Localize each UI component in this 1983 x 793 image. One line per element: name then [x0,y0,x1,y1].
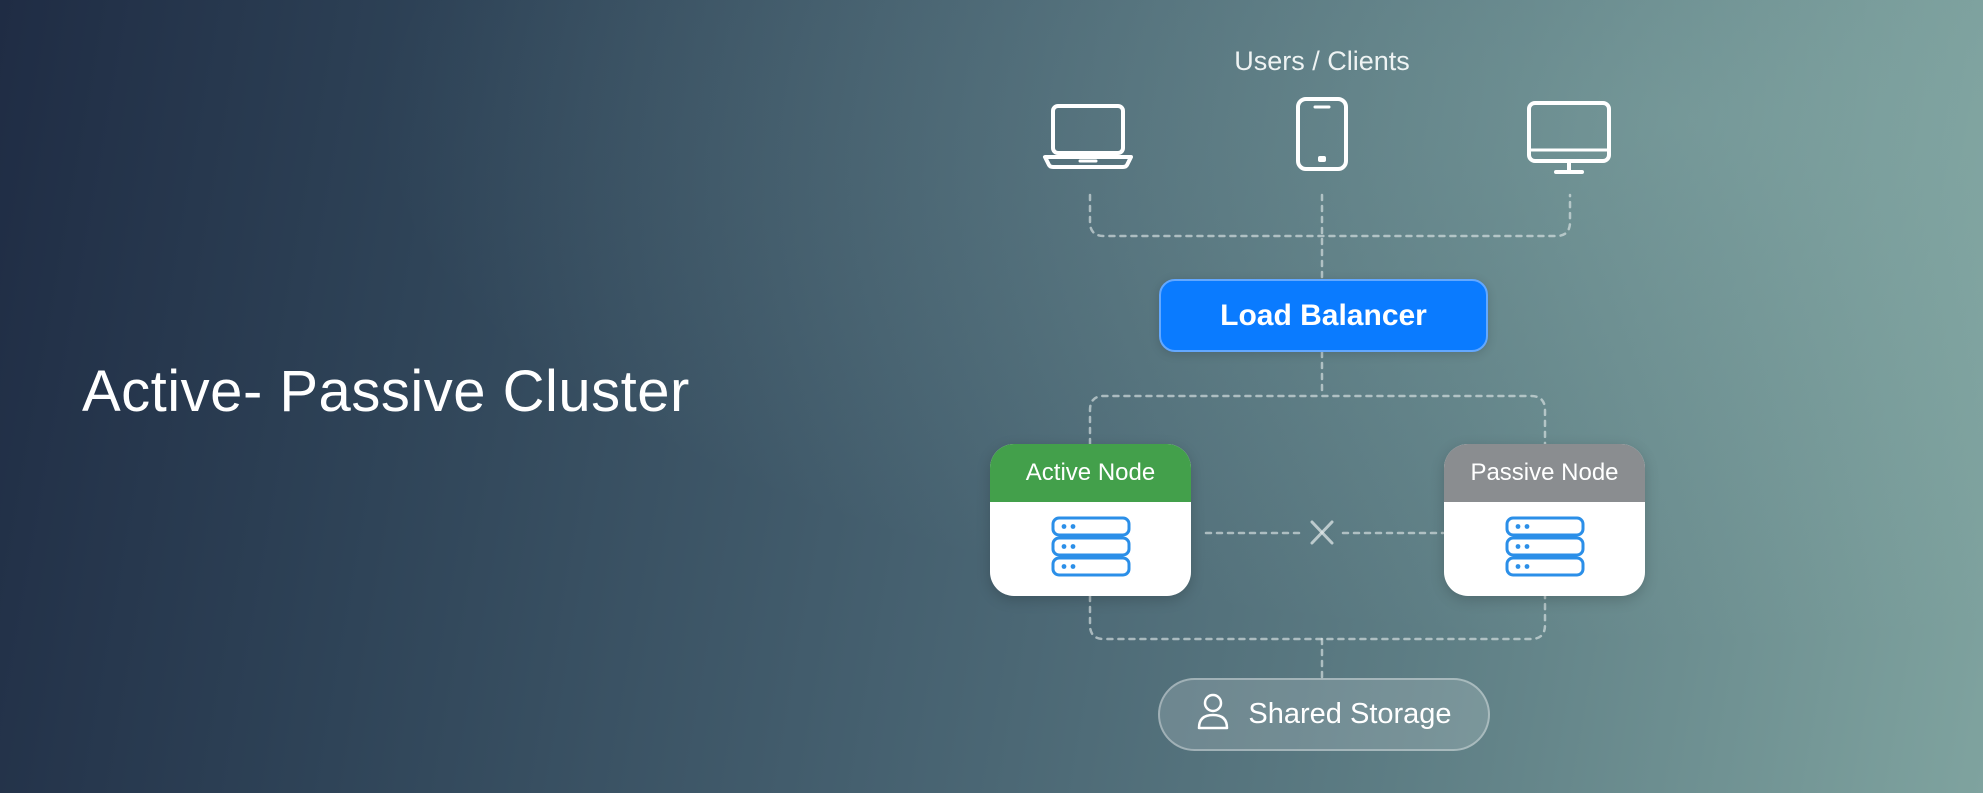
failure-x-icon [1310,520,1334,545]
phone-icon [1295,96,1349,172]
laptop-icon [1042,101,1134,171]
page-title: Active- Passive Cluster [82,359,690,424]
device-bus-line [1088,193,1572,238]
passive-node-label: Passive Node [1470,459,1619,486]
users-clients-label: Users / Clients [1234,46,1410,76]
passive-node-card: Passive Node [1444,444,1645,596]
passive-node-header: Passive Node [1444,444,1645,502]
server-rack-icon [1504,515,1586,584]
monitor-icon [1526,100,1612,176]
active-node-card: Active Node [990,444,1191,596]
shared-storage-box: Shared Storage [1158,678,1490,751]
lb-to-nodes-line [1088,394,1547,446]
server-rack-icon [1050,515,1132,584]
shared-storage-label: Shared Storage [1248,698,1452,730]
nodes-to-storage-line [1088,594,1547,641]
load-balancer-box: Load Balancer [1159,279,1488,352]
load-balancer-label: Load Balancer [1220,298,1427,332]
active-node-label: Active Node [1025,459,1156,486]
active-node-header: Active Node [990,444,1191,502]
user-icon [1196,691,1230,739]
